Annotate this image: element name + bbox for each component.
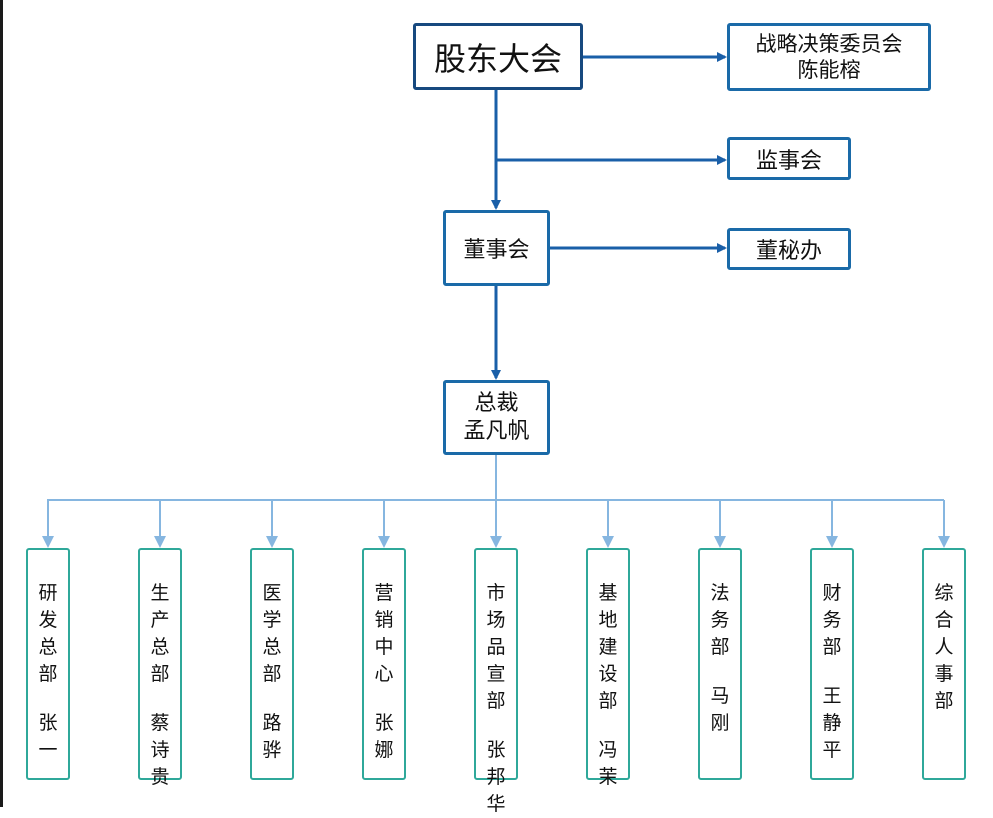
department-head: 马刚: [710, 685, 730, 734]
department-head: 张一: [38, 712, 58, 761]
department-name: 生产总部: [150, 582, 170, 685]
supervisory-board-box: 监事会: [727, 137, 851, 180]
president-title: 总裁: [474, 391, 519, 416]
department-head: 蔡诗贵: [150, 712, 170, 788]
department-box: 医学总部路骅: [250, 548, 294, 780]
board-of-directors-box: 董事会: [443, 210, 550, 286]
department-name: 医学总部: [262, 582, 282, 685]
department-name: 财务部: [822, 582, 842, 658]
department-name: 综合人事部: [934, 582, 954, 712]
board-secretariat-title: 董秘办: [755, 239, 822, 264]
department-name: 市场品宣部: [486, 582, 506, 712]
strategy-committee-person: 陈能榕: [797, 58, 861, 82]
department-box: 生产总部蔡诗贵: [138, 548, 182, 788]
strategy-committee-box: 战略决策委员会 陈能榕: [727, 23, 931, 91]
shareholders-meeting-box: 股东大会: [413, 23, 583, 90]
department-name: 法务部: [710, 582, 730, 658]
board-secretariat-box: 董秘办: [727, 228, 851, 270]
department-name: 研发总部: [38, 582, 58, 685]
department-box: 营销中心张娜: [362, 548, 406, 780]
left-border: [0, 0, 3, 807]
department-head: 冯茉: [598, 739, 618, 788]
department-head: 张邦华: [486, 739, 506, 815]
department-head: 王静平: [822, 685, 842, 761]
department-head: 路骅: [262, 712, 282, 761]
department-box: 研发总部张一: [26, 548, 70, 780]
department-box: 基地建设部冯茉: [586, 548, 630, 788]
strategy-committee-title: 战略决策委员会: [755, 31, 903, 56]
department-box: 市场品宣部张邦华: [474, 548, 518, 815]
department-box: 财务部王静平: [810, 548, 854, 780]
shareholders-meeting-title: 股东大会: [433, 39, 562, 78]
supervisory-board-title: 监事会: [755, 148, 822, 174]
board-of-directors-title: 董事会: [463, 238, 530, 263]
department-name: 营销中心: [374, 582, 394, 685]
president-person: 孟凡帆: [463, 418, 530, 444]
department-head: 张娜: [374, 712, 394, 761]
department-box: 法务部马刚: [698, 548, 742, 780]
department-name: 基地建设部: [598, 582, 618, 712]
president-box: 总裁 孟凡帆: [443, 380, 550, 455]
department-box: 综合人事部: [922, 548, 966, 780]
